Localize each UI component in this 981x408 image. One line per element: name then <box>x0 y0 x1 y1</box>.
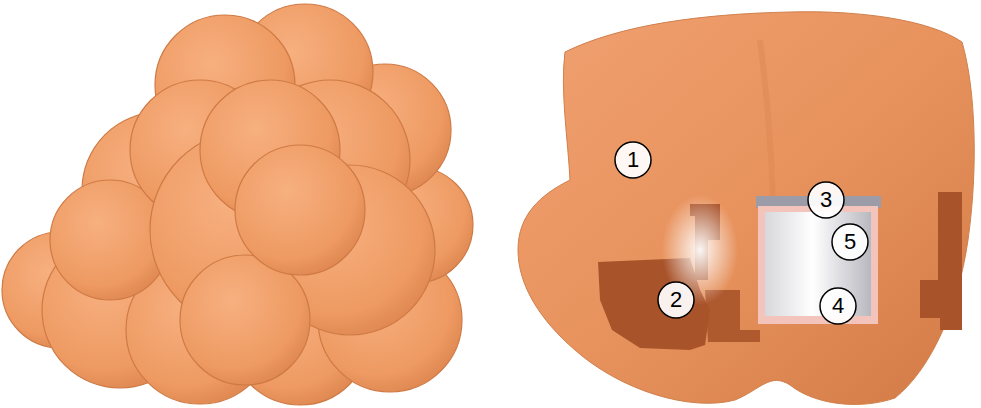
callout-circle: 1 <box>614 141 652 179</box>
circle-shape <box>820 288 856 324</box>
callout-number: 1 <box>627 149 639 171</box>
callout-number: 3 <box>820 189 832 211</box>
circle-shape <box>832 224 868 260</box>
callout-circle: 5 <box>831 223 869 261</box>
femur-model <box>518 12 974 405</box>
callout-circle: 3 <box>807 181 845 219</box>
sphere-model <box>2 4 473 405</box>
callout-circle: 2 <box>657 281 695 319</box>
circle-shape <box>808 182 844 218</box>
circle-shape <box>615 142 651 178</box>
callout-number: 5 <box>844 231 856 253</box>
callout-number: 2 <box>670 289 682 311</box>
circle-shape <box>658 282 694 318</box>
callout-circle: 4 <box>819 287 857 325</box>
callout-number: 4 <box>832 295 844 317</box>
